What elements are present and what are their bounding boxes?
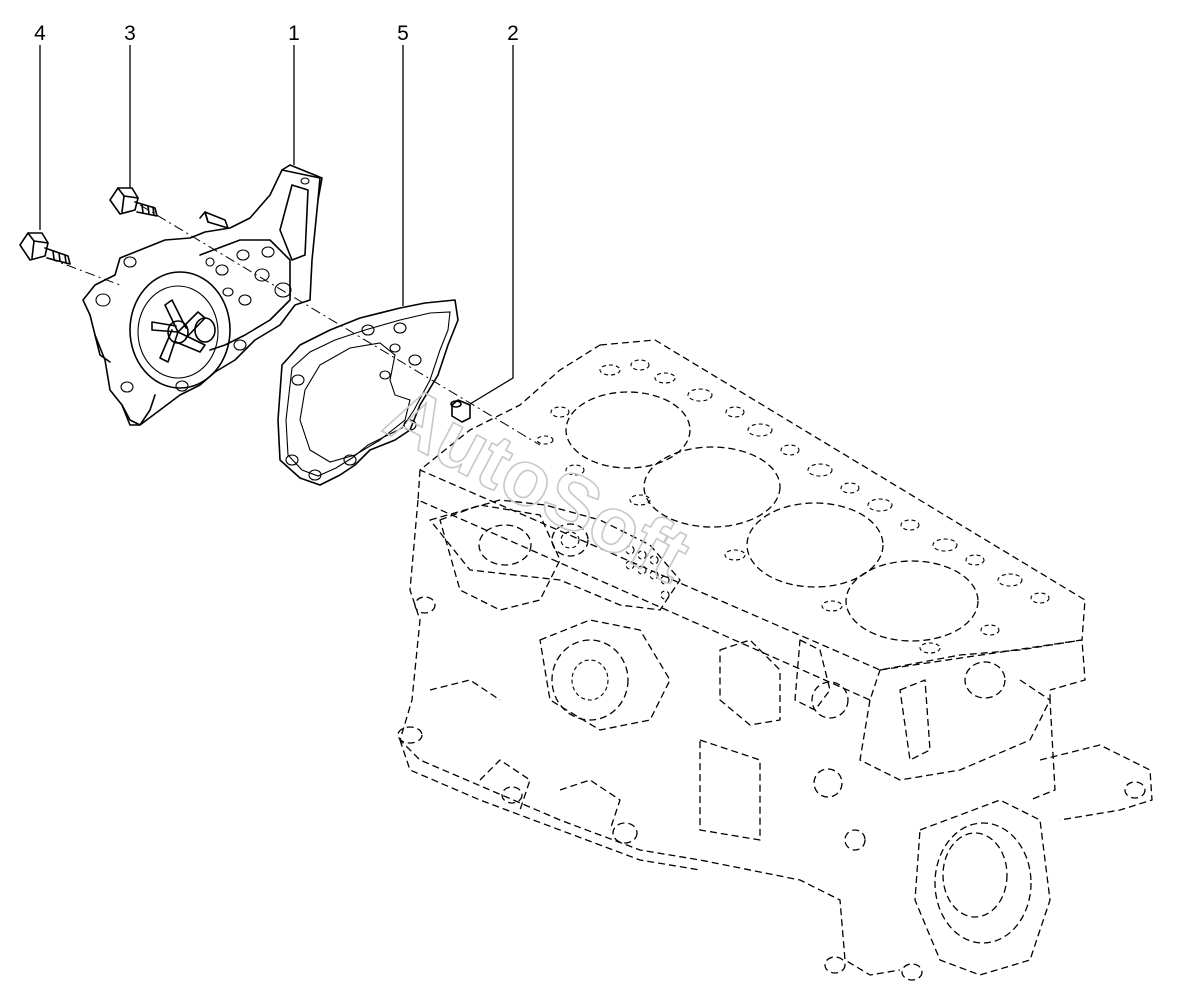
cylinder-bore-4	[845, 560, 979, 642]
leader-lines	[39, 45, 514, 405]
callout-5: 5	[397, 22, 409, 45]
assembly-axis-line	[139, 204, 541, 446]
cylinder-bore-2	[643, 446, 781, 528]
callout-1: 1	[288, 22, 300, 45]
callout-2: 2	[507, 22, 519, 45]
gasket	[277, 299, 459, 486]
callout-3: 3	[124, 22, 136, 45]
cylinder-bore-1	[565, 391, 691, 469]
cylinder-bore-3	[746, 502, 884, 588]
impeller	[151, 299, 216, 363]
water-pump	[82, 164, 323, 426]
bolt-4	[19, 232, 71, 265]
callout-4: 4	[34, 22, 46, 45]
impeller-housing	[129, 271, 231, 389]
bolt-3	[109, 187, 158, 217]
crankshaft-seal-bore	[934, 822, 1032, 944]
dowel-pin	[450, 399, 471, 423]
watermark: AutoSoft	[372, 367, 704, 599]
pump-stud	[199, 211, 229, 229]
engine-block	[397, 339, 1153, 981]
